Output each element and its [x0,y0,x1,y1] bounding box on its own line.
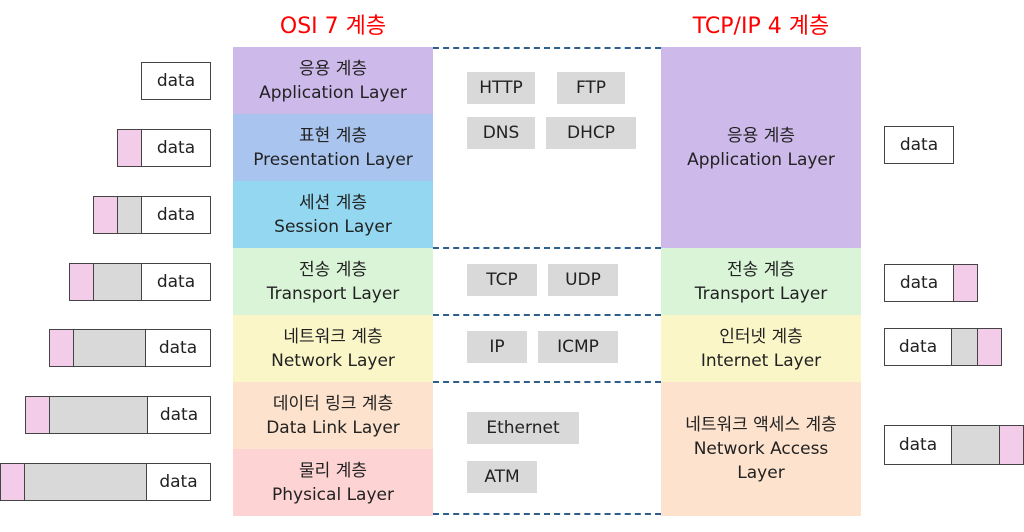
tcpip-layer-internet: 인터넷 계층 Internet Layer [661,315,861,382]
protocol-chip-dns: DNS [467,117,535,149]
packet-osi-application: data [141,62,211,100]
packet-data-label: data [159,472,198,492]
osi-layer-ko: 물리 계층 [299,460,367,481]
separator-app-transport [433,247,661,249]
osi-layer-en: Network Layer [271,350,395,371]
osi-layer-ko: 데이터 링크 계층 [272,393,394,414]
osi-layer-physical: 물리 계층 Physical Layer [233,449,433,516]
tcpip-layer-ko: 응용 계층 [727,125,795,146]
osi-layer-ko: 전송 계층 [299,259,367,280]
packet-header-segment [999,426,1023,464]
packet-osi-network: data [49,329,211,367]
separator-bottom [433,513,661,515]
packet-header-segment [26,397,50,433]
packet-tcpip-transport: data [884,264,978,302]
packet-data-label: data [158,338,198,358]
packet-data-label: data [899,135,939,155]
packet-data-label: data [159,405,199,425]
packet-header-segment [50,330,74,366]
osi-layer-en: Data Link Layer [266,417,400,438]
osi-layer-ko: 세션 계층 [299,192,367,213]
osi-layer-en: Application Layer [259,82,407,103]
tcpip-layer-en: Application Layer [687,149,835,170]
separator-transport-internet [433,314,661,316]
packet-tcpip-internet: data [884,328,1002,366]
packet-data-label: data [156,272,196,292]
tcpip-column: 응용 계층 Application Layer 전송 계층 Transport … [661,47,861,516]
osi-layer-en: Session Layer [274,216,392,237]
osi-layer-data-link: 데이터 링크 계층 Data Link Layer [233,382,433,449]
protocol-chip-http: HTTP [467,72,535,104]
protocol-chip-tcp: TCP [467,264,537,296]
osi-layer-ko: 네트워크 계층 [283,326,383,347]
osi-layer-en: Presentation Layer [253,149,413,170]
packet-payload-segment [74,330,146,366]
osi-layer-ko: 응용 계층 [299,58,367,79]
separator-internet-access [433,381,661,383]
packet-header-segment [953,265,977,301]
osi-layer-en: Physical Layer [272,484,394,505]
packet-data-label: data [898,337,938,357]
tcpip-layer-en: Network Access Layer [693,439,829,483]
osi-layer-network: 네트워크 계층 Network Layer [233,315,433,382]
packet-tcpip-network-access: data [884,425,1024,465]
packet-data-label: data [156,138,196,158]
tcpip-layer-ko: 네트워크 액세스 계층 [685,415,837,435]
osi-layer-transport: 전송 계층 Transport Layer [233,248,433,315]
packet-osi-presentation: data [117,129,211,167]
packet-header-segment [118,130,142,166]
osi-title: OSI 7 계층 [279,14,387,39]
packet-header-segment [1,464,25,500]
packet-header-segment [94,197,118,233]
protocol-chip-ftp: FTP [557,72,625,104]
packet-payload-segment [951,329,977,365]
packet-data-label: data [156,205,196,225]
osi-column: 응용 계층 Application Layer 표현 계층 Presentati… [233,47,433,516]
packet-payload-segment [25,464,147,500]
protocol-chip-icmp: ICMP [538,331,618,363]
packet-payload-segment [50,397,148,433]
packet-data-label: data [899,273,939,293]
protocol-chip-atm: ATM [467,461,537,493]
packet-osi-physical: data [0,463,211,501]
packet-tcpip-application: data [884,126,954,164]
protocol-chip-udp: UDP [548,264,618,296]
packet-payload-segment [118,197,142,233]
osi-layer-en: Transport Layer [266,283,400,304]
tcpip-layer-application: 응용 계층 Application Layer [661,47,861,248]
packet-payload-segment [951,426,999,464]
tcpip-layer-en: Internet Layer [700,350,822,371]
packet-osi-transport: data [69,263,211,301]
tcpip-layer-transport: 전송 계층 Transport Layer [661,248,861,315]
tcpip-layer-network-access: 네트워크 액세스 계층 Network Access Layer [661,382,861,516]
separator-top [433,47,661,49]
tcpip-layer-en: Transport Layer [694,283,828,304]
packet-data-label: data [156,71,196,91]
osi-layer-ko: 표현 계층 [299,125,367,146]
packet-osi-data-link: data [25,396,211,434]
osi-layer-application: 응용 계층 Application Layer [233,47,433,114]
tcpip-layer-ko: 전송 계층 [727,259,795,280]
tcpip-title: TCP/IP 4 계층 [692,14,830,39]
osi-layer-session: 세션 계층 Session Layer [233,181,433,248]
protocol-chip-ip: IP [467,331,527,363]
osi-layer-presentation: 표현 계층 Presentation Layer [233,114,433,181]
protocol-chip-dhcp: DHCP [546,117,636,149]
tcpip-layer-ko: 인터넷 계층 [719,326,803,347]
packet-header-segment [70,264,94,300]
protocol-chip-ethernet: Ethernet [467,412,579,444]
packet-osi-session: data [93,196,211,234]
packet-header-segment [977,329,1001,365]
packet-data-label: data [898,435,938,455]
packet-payload-segment [94,264,142,300]
